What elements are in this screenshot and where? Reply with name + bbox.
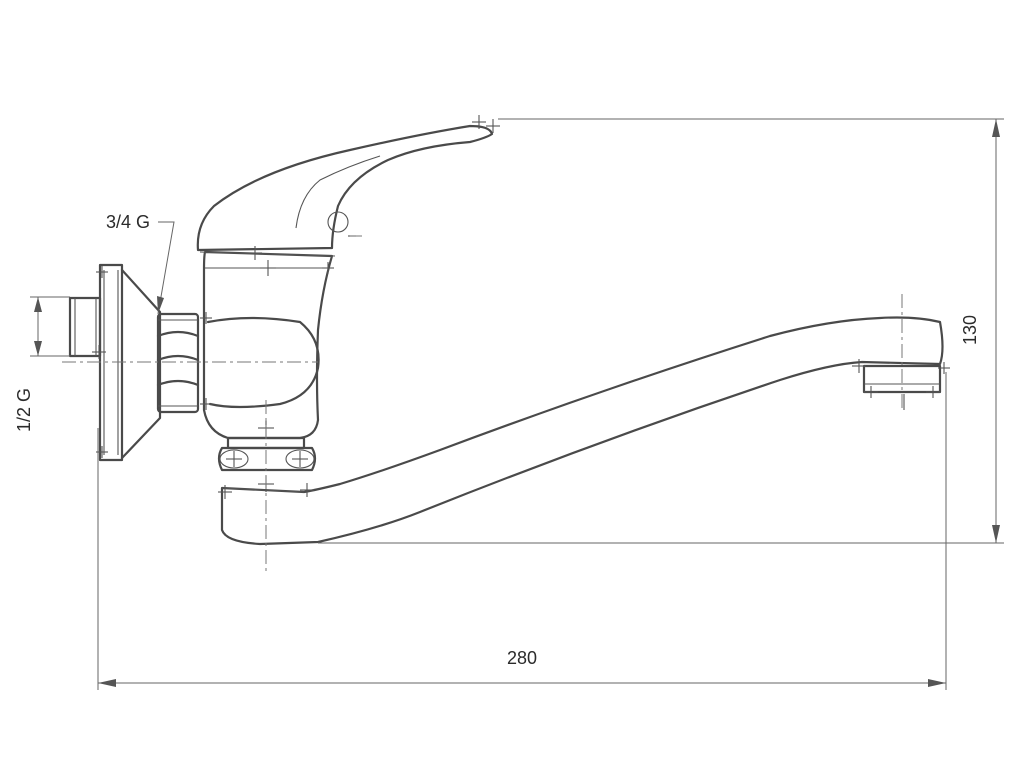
width-dimension xyxy=(97,372,947,690)
inlet-thread-dimension xyxy=(30,296,70,357)
swivel-ring xyxy=(217,420,317,472)
height-dimension xyxy=(318,118,1004,544)
outlet-thread-label: 3/4 G xyxy=(106,212,150,232)
outlet-thread-leader xyxy=(157,221,175,315)
mixer-body xyxy=(199,250,336,440)
height-dimension-label: 130 xyxy=(960,315,980,345)
lever-handle xyxy=(196,115,500,260)
width-dimension-label: 280 xyxy=(507,648,537,668)
spout xyxy=(218,316,950,546)
hex-nut xyxy=(156,312,200,414)
inlet-thread-label: 1/2 G xyxy=(14,388,34,432)
inlet-pipe xyxy=(68,296,106,359)
center-lines xyxy=(62,235,903,572)
